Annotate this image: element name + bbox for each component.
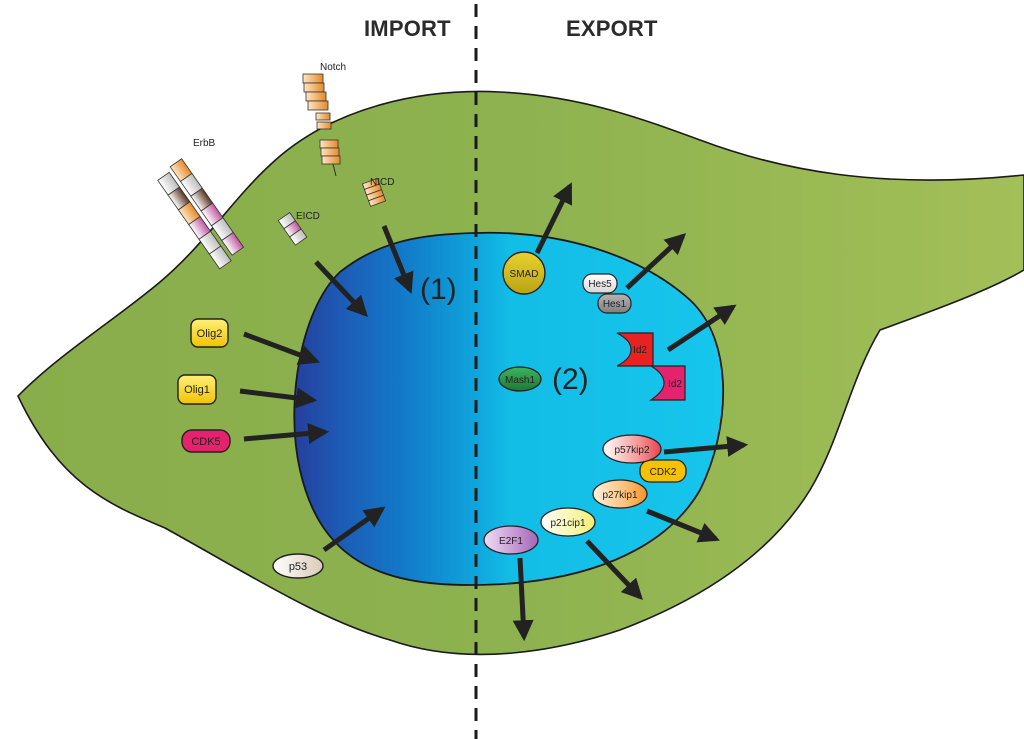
- svg-text:Hes1: Hes1: [603, 299, 627, 310]
- erbb-receptor: [157, 158, 245, 270]
- hes5-molecule: Hes5: [582, 273, 618, 294]
- svg-text:Id2: Id2: [633, 345, 647, 356]
- p57kip2-molecule: p57kip2: [602, 434, 662, 464]
- step-1-label: (1): [420, 273, 457, 306]
- svg-text:SMAD: SMAD: [510, 269, 539, 280]
- arrow-olig2-import: [243, 331, 320, 365]
- arrow-eicd-import: [314, 260, 368, 318]
- svg-text:Mash1: Mash1: [505, 375, 535, 386]
- arrow-olig1-import: [239, 387, 318, 409]
- nicd-fragment: [361, 177, 387, 207]
- olig1-molecule: Olig1: [177, 374, 217, 405]
- erbb-label: ErbB: [193, 138, 216, 149]
- transport-arrows: [239, 182, 749, 642]
- arrow-p21-export: [585, 539, 643, 601]
- export-header: EXPORT: [566, 16, 658, 41]
- svg-text:p21cip1: p21cip1: [550, 518, 585, 529]
- arrow-p27-export: [646, 508, 720, 543]
- svg-text:CDK2: CDK2: [650, 467, 677, 478]
- svg-text:Id2: Id2: [668, 379, 682, 390]
- olig2-molecule: Olig2: [190, 318, 229, 348]
- arrow-p57-export: [663, 436, 749, 457]
- svg-text:CDK5: CDK5: [191, 436, 220, 448]
- svg-text:p53: p53: [289, 561, 307, 573]
- smad-molecule: SMAD: [502, 251, 546, 295]
- p21cip1-molecule: p21cip1: [540, 507, 596, 537]
- nicd-label: NICD: [370, 177, 394, 188]
- cdk5-molecule: CDK5: [181, 429, 231, 453]
- p27kip1-molecule: p27kip1: [592, 479, 648, 509]
- import-header: IMPORT: [364, 16, 451, 41]
- e2f1-molecule: E2F1: [483, 525, 539, 555]
- eicd-label: EICD: [296, 211, 320, 222]
- svg-text:p57kip2: p57kip2: [614, 445, 649, 456]
- p53-molecule: p53: [272, 553, 324, 579]
- arrow-cdk5-import: [243, 422, 330, 444]
- arrow-e2f1-export: [512, 557, 534, 642]
- arrow-p53-import: [322, 506, 386, 553]
- arrow-smad-export: [534, 182, 573, 255]
- arrow-id2-export: [666, 304, 737, 353]
- svg-text:Olig1: Olig1: [184, 384, 210, 396]
- arrow-hes-export: [625, 233, 687, 290]
- notch-receptor: [302, 73, 341, 177]
- eicd-fragment: [277, 211, 308, 246]
- svg-text:Hes5: Hes5: [588, 279, 612, 290]
- svg-text:p27kip1: p27kip1: [602, 490, 637, 501]
- svg-text:Olig2: Olig2: [197, 328, 223, 340]
- hes1-molecule: Hes1: [597, 293, 632, 314]
- arrow-nicd-import: [381, 225, 414, 294]
- notch-label: Notch: [320, 62, 346, 73]
- id2-molecule-1: Id2: [616, 332, 654, 367]
- mash1-molecule: Mash1: [498, 366, 542, 392]
- id2-molecule-2: Id2: [648, 365, 686, 401]
- step-2-label: (2): [552, 363, 589, 396]
- cdk2-molecule: CDK2: [639, 459, 687, 483]
- svg-text:E2F1: E2F1: [499, 536, 523, 547]
